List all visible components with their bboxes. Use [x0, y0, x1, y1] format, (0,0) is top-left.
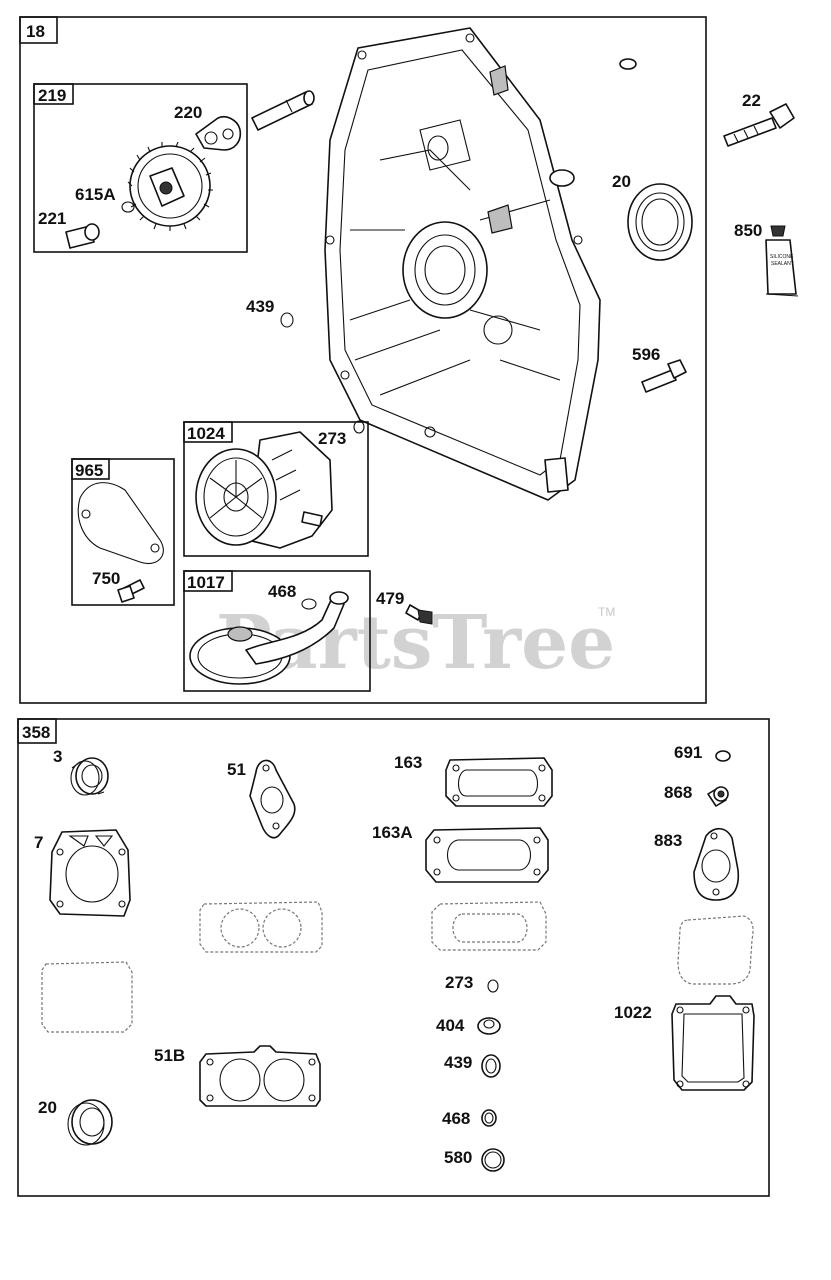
subassembly-965-tag	[71, 458, 110, 480]
gasket-163[interactable]	[445, 757, 553, 807]
oring-273-bot[interactable]	[487, 979, 499, 993]
gasket-ref-oval	[431, 901, 547, 951]
callout-691: 691	[674, 743, 702, 762]
oring-468-top[interactable]	[301, 598, 317, 610]
callout-273-top: 273	[318, 429, 346, 448]
callout-468-bot: 468	[442, 1109, 470, 1128]
callout-221: 221	[38, 209, 66, 228]
gasket-883[interactable]	[693, 827, 740, 901]
callout-479: 479	[376, 589, 404, 608]
oring-468-bot[interactable]	[481, 1109, 497, 1127]
callout-580: 580	[444, 1148, 472, 1167]
subassembly-1017-frame	[183, 570, 371, 692]
governor-gear[interactable]	[127, 141, 213, 231]
bolt-596[interactable]	[641, 359, 687, 393]
callout-20-bot: 20	[38, 1098, 57, 1117]
callout-51: 51	[227, 760, 246, 779]
callout-220: 220	[174, 103, 202, 122]
governor-shaft-220[interactable]	[195, 115, 242, 151]
bolt-750[interactable]	[117, 579, 145, 603]
callout-273-bot: 273	[445, 973, 473, 992]
bolt-22[interactable]	[723, 103, 795, 147]
sealant-tube-850[interactable]: SILICONE SEALANT	[765, 225, 799, 297]
oring-273-top[interactable]	[353, 420, 365, 434]
tube-text-1: SILICONE	[770, 254, 794, 260]
oil-pump-1024[interactable]	[195, 431, 333, 549]
gasket-ref-twin	[199, 901, 323, 953]
pin-221[interactable]	[65, 223, 100, 249]
section-18-frame	[19, 16, 707, 704]
subassembly-965-label: 965	[75, 461, 103, 480]
gasket-163a[interactable]	[425, 827, 549, 883]
subassembly-1024-label: 1024	[187, 424, 225, 443]
callout-439-top: 439	[246, 297, 274, 316]
callout-615a: 615A	[75, 185, 116, 204]
callout-750: 750	[92, 569, 120, 588]
fitting-868[interactable]	[707, 786, 729, 807]
washer-615a[interactable]	[121, 201, 135, 213]
callout-163: 163	[394, 753, 422, 772]
tube-text-2: SEALANT	[771, 261, 794, 267]
callout-468-top: 468	[268, 582, 296, 601]
gasket-1022[interactable]	[671, 995, 755, 1091]
section-358-tag	[17, 718, 57, 744]
oil-seal-3[interactable]	[70, 757, 109, 796]
callout-868: 868	[664, 783, 692, 802]
section-18-tag	[19, 16, 58, 44]
oring-580[interactable]	[481, 1148, 505, 1172]
subassembly-219-label: 219	[38, 86, 66, 105]
bolt-479[interactable]	[405, 604, 433, 625]
callout-3: 3	[53, 747, 62, 766]
gasket-51[interactable]	[249, 759, 296, 839]
subassembly-219-tag	[33, 83, 74, 105]
section-18-label: 18	[26, 22, 45, 41]
oil-seal-20-bot[interactable]	[67, 1099, 113, 1146]
subassembly-1024-frame	[183, 421, 369, 557]
subassembly-1024-tag	[183, 421, 233, 443]
callout-883: 883	[654, 831, 682, 850]
crankcase-cover[interactable]	[324, 27, 601, 501]
callout-163a: 163A	[372, 823, 413, 842]
callout-596: 596	[632, 345, 660, 364]
oil-seal-20-top[interactable]	[627, 183, 693, 261]
subassembly-219-frame	[33, 83, 248, 253]
head-gasket-7[interactable]	[49, 829, 131, 917]
callout-51b: 51B	[154, 1046, 185, 1065]
callout-1022: 1022	[614, 1003, 652, 1022]
section-358-label: 358	[22, 723, 50, 742]
oring-439-bot[interactable]	[481, 1054, 501, 1078]
callout-850: 850	[734, 221, 762, 240]
subassembly-965-frame	[71, 458, 175, 606]
oil-pickup-1017[interactable]	[189, 591, 349, 685]
seal-404[interactable]	[477, 1017, 501, 1035]
governor-shaft[interactable]	[251, 90, 315, 131]
gasket-ref-rounded	[677, 915, 754, 985]
subassembly-1017-tag	[183, 570, 233, 592]
callout-22: 22	[742, 91, 761, 110]
oring-439-top[interactable]	[280, 312, 294, 328]
gasket-ref-rect	[41, 961, 133, 1033]
watermark-tm: TM	[598, 605, 615, 619]
callout-439-bot: 439	[444, 1053, 472, 1072]
washer-691[interactable]	[715, 750, 731, 762]
oil-fill-tube[interactable]	[549, 58, 637, 187]
gasket-51b[interactable]	[199, 1045, 321, 1107]
callout-404: 404	[436, 1016, 465, 1035]
callout-7: 7	[34, 833, 43, 852]
subassembly-1017-label: 1017	[187, 573, 225, 592]
callout-20-top: 20	[612, 172, 631, 191]
section-358-frame	[17, 718, 770, 1197]
gasket-965[interactable]	[77, 482, 164, 564]
